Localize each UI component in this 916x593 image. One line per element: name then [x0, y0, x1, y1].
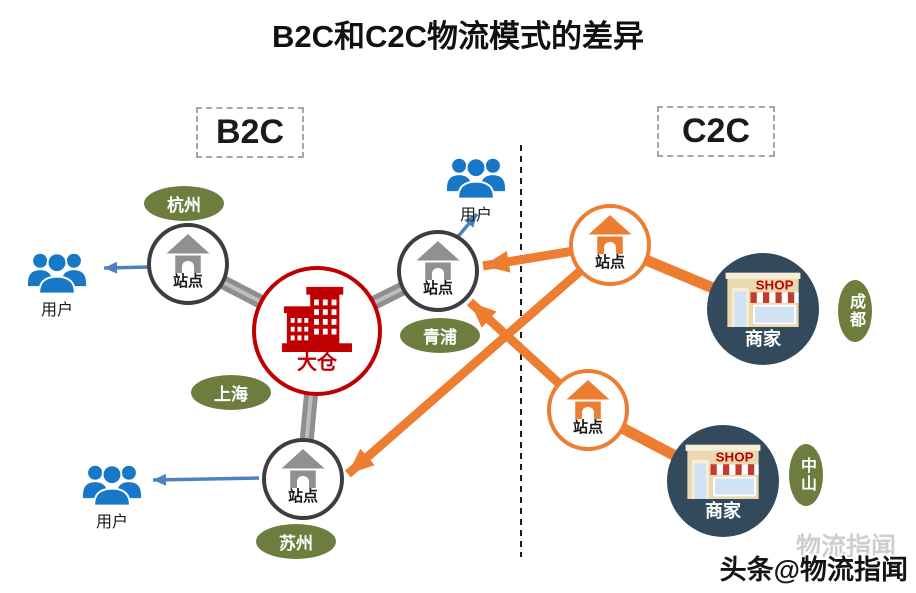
house-icon	[566, 380, 610, 419]
city-label-chengdu: 成都	[838, 280, 872, 342]
user-label: 用户	[95, 514, 128, 531]
station-label: 站点	[287, 488, 318, 505]
arrow-c2c1-to-suzhou	[345, 241, 613, 478]
city-label-shanghai: 上海	[191, 375, 271, 410]
station-label: 站点	[422, 280, 453, 297]
warehouse-node: 大仓	[252, 266, 382, 396]
users-icon	[27, 252, 87, 294]
buildings-icon	[282, 286, 352, 353]
warehouse-label: 大仓	[297, 352, 337, 374]
station-qingpu: 站点	[397, 230, 479, 312]
user-group-bottom: 用户	[77, 462, 147, 532]
merchant-zhongshan: SHOP 商家	[667, 425, 779, 537]
shop-sign-text: SHOP	[756, 278, 794, 293]
house-icon	[416, 241, 460, 280]
users-icon	[446, 157, 506, 199]
city-label-suzhou: 苏州	[256, 524, 336, 559]
user-label: 用户	[459, 207, 492, 224]
user-label: 用户	[40, 302, 73, 319]
station-label: 站点	[572, 419, 603, 436]
storefront-icon: SHOP	[685, 444, 761, 499]
page-title: B2C和C2C物流模式的差异	[271, 19, 645, 54]
user-group-left: 用户	[22, 250, 92, 320]
users-icon	[82, 464, 142, 506]
c2c-section-label: C2C	[657, 106, 775, 157]
b2c-section-label: B2C	[196, 107, 304, 158]
city-label-zhongshan: 中山	[789, 444, 823, 506]
user-group-top: 用户	[441, 155, 511, 225]
arrow-suzhou-to-user	[152, 473, 260, 486]
merchant-chengdu: SHOP 商家	[707, 253, 819, 365]
storefront-icon: SHOP	[725, 272, 801, 327]
house-icon	[166, 234, 210, 273]
station-label: 站点	[172, 273, 203, 290]
watermark-text: 头条@物流指闻	[719, 555, 908, 585]
city-label-hangzhou: 杭州	[144, 186, 224, 221]
city-label-qingpu: 青浦	[400, 318, 480, 353]
house-icon	[588, 215, 632, 254]
station-label: 站点	[594, 254, 625, 271]
station-hangzhou: 站点	[147, 223, 229, 305]
merchant-label: 商家	[705, 501, 741, 521]
station-suzhou: 站点	[262, 438, 344, 520]
house-icon	[281, 449, 325, 488]
c2c-station-1: 站点	[569, 204, 651, 286]
merchant-label: 商家	[745, 329, 781, 349]
shop-sign-text: SHOP	[716, 450, 754, 465]
watermark-ghost: 物流指闻	[795, 533, 896, 561]
arrow-hangzhou-to-user	[103, 261, 151, 274]
c2c-station-2: 站点	[547, 369, 629, 451]
